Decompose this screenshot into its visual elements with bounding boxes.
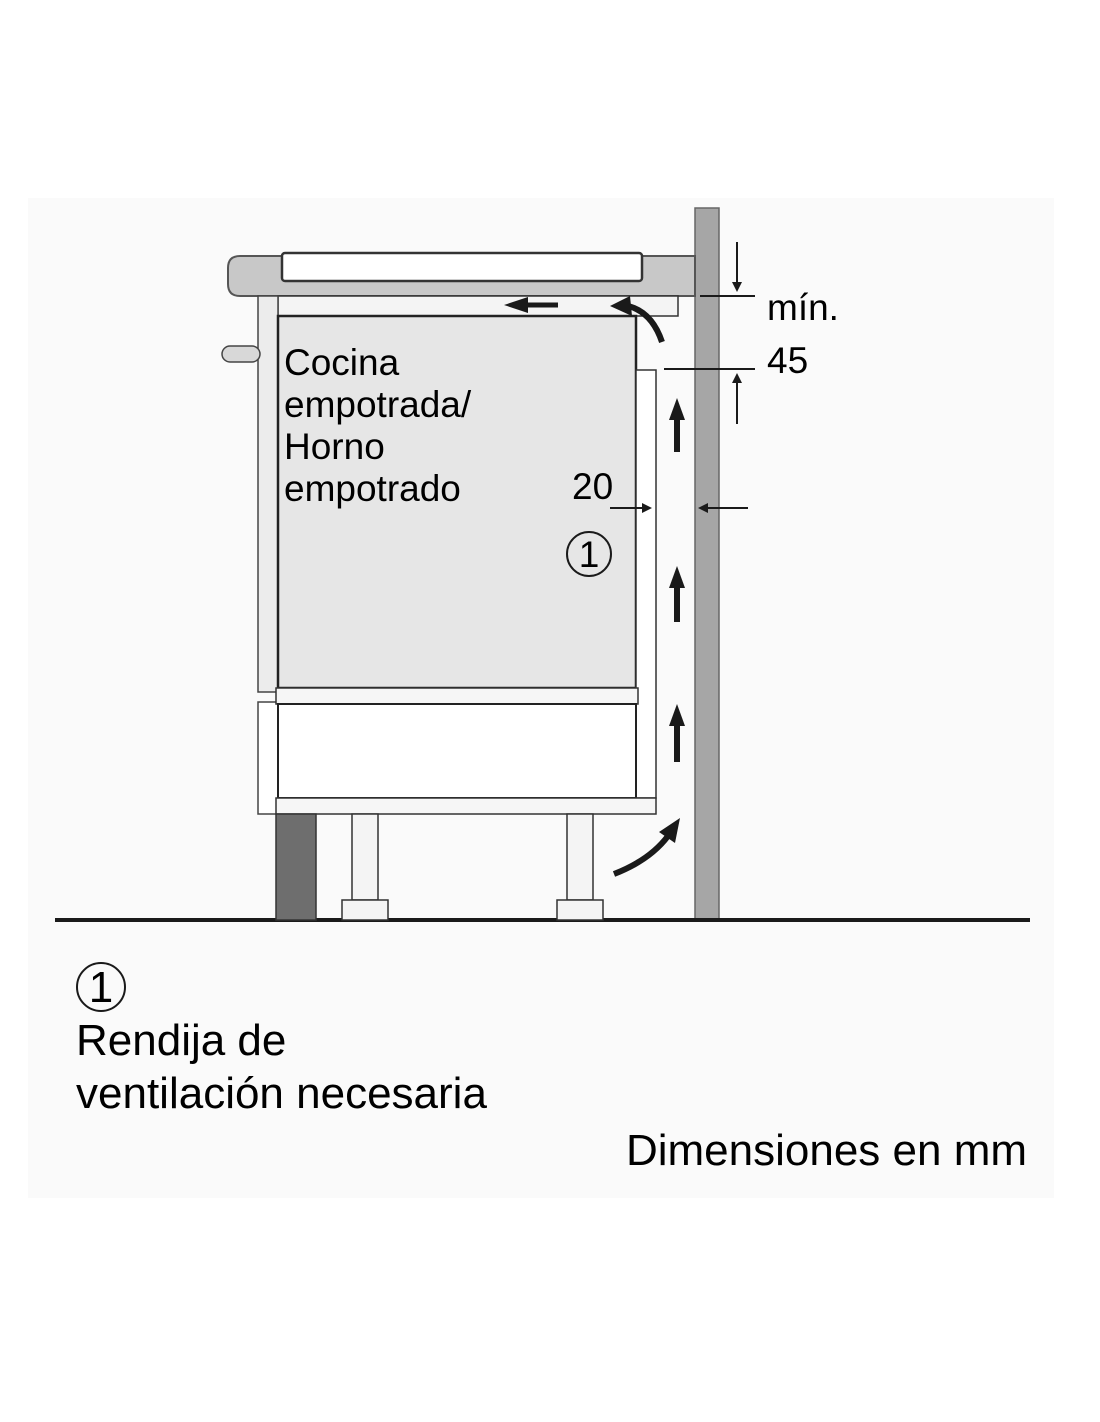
cabinet-leg	[556, 813, 604, 921]
appliance-label-line: Horno	[284, 426, 385, 467]
hob-glass	[280, 251, 644, 283]
units-note: Dimensiones en mm	[626, 1126, 1027, 1175]
appliance-label-line: empotrado	[284, 468, 461, 509]
oven-shelf	[275, 687, 639, 705]
cabinet-leg	[341, 813, 389, 921]
legend-text-line-1: Rendija de	[76, 1016, 286, 1065]
oven-handle	[221, 345, 261, 363]
airflow-arrows	[504, 296, 685, 877]
callout-circle	[566, 531, 612, 577]
cabinet-side-panel-lower	[257, 701, 279, 815]
dimension-min-value: 45	[767, 340, 808, 381]
cabinet-back-panel	[635, 369, 657, 799]
legend-marker-circle	[76, 962, 126, 1012]
legend-text-line-2: ventilación necesaria	[76, 1069, 487, 1118]
dimension-min-label: mín.	[767, 287, 839, 328]
cabinet-base	[275, 797, 657, 815]
cabinet-side-panel	[257, 295, 279, 693]
dimension-side-value: 20	[572, 466, 613, 507]
airflow-arrow-curve-bottom	[612, 834, 671, 877]
airflow-arrow-curve-top	[627, 303, 665, 344]
drawer	[277, 703, 637, 799]
callout-marker: 1	[579, 534, 600, 575]
appliance-label-line: Cocina	[284, 342, 400, 383]
plinth	[275, 813, 317, 921]
appliance-label-line: empotrada/	[284, 384, 472, 425]
dimension-min-gap	[664, 242, 755, 424]
legend-marker: 1	[89, 963, 113, 1012]
wall	[694, 207, 720, 921]
